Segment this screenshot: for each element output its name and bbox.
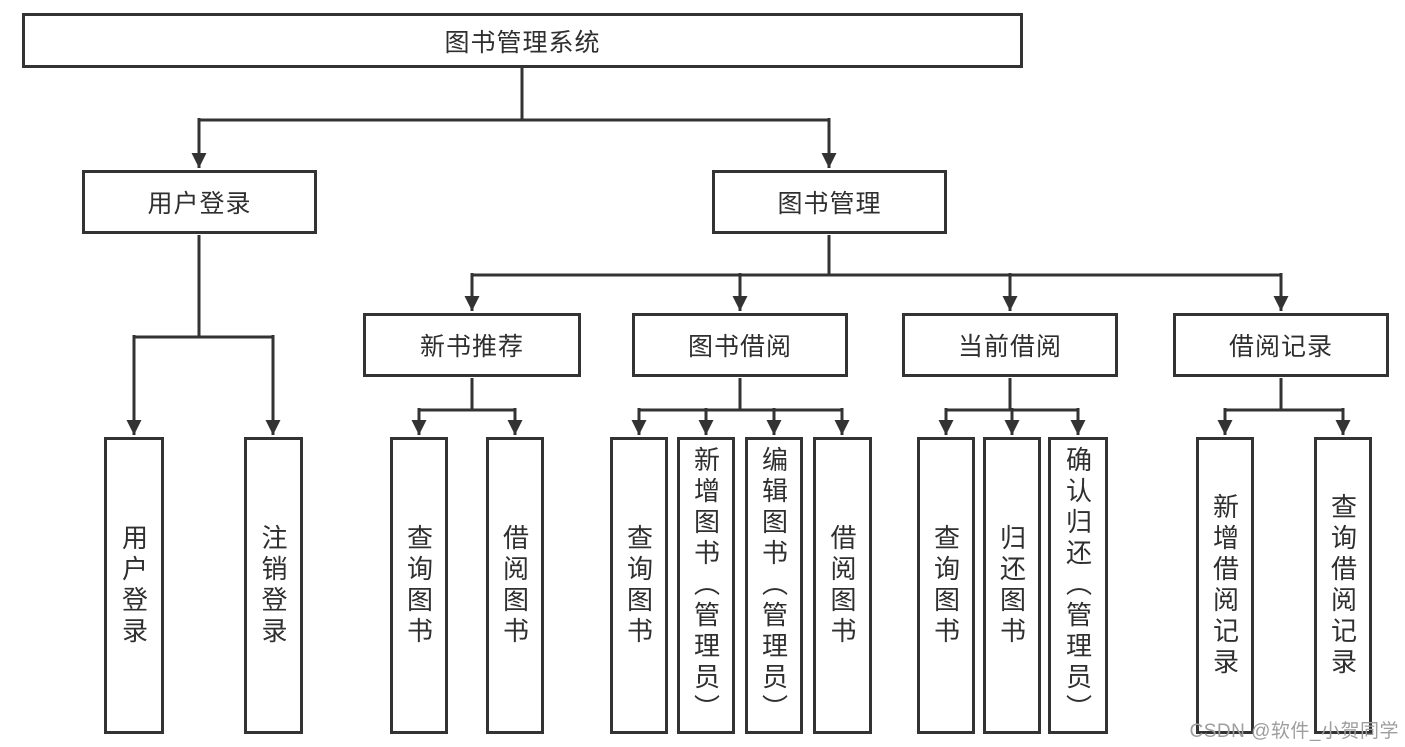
node-root: 图书管理系统 [22,13,1023,68]
edge-root-trunk [199,66,829,122]
node-br-add: 新增借阅记录 [1196,437,1254,734]
node-br-query: 查询借阅记录 [1314,437,1372,734]
node-cb-query: 查询图书 [917,437,975,734]
node-book-borrow: 图书借阅 [632,313,848,377]
edge-book-mgmt-trunk [472,235,1281,277]
node-bb-borrow: 借阅图书 [813,437,872,734]
csdn-watermark: CSDN @软件_小贺同学 [1189,721,1399,742]
node-new-book-rec: 新书推荐 [363,313,581,377]
edge-user-login-trunk [134,235,273,339]
node-user-login: 用户登录 [82,170,317,234]
edge-new-book-rec-trunk [419,378,515,412]
node-bb-add: 新增图书（管理员） [677,437,735,734]
node-logout: 注销登录 [244,437,303,734]
node-cb-confirm: 确认归还（管理员） [1048,437,1108,734]
edge-current-borrow-trunk [946,378,1078,412]
node-nb-query: 查询图书 [390,437,448,734]
node-current-borrow: 当前借阅 [902,313,1118,377]
node-borrow-records: 借阅记录 [1173,313,1389,377]
node-login: 用户登录 [104,437,164,734]
node-nb-borrow: 借阅图书 [486,437,544,734]
node-bb-query: 查询图书 [610,437,668,734]
edge-book-borrow-trunk [639,378,842,412]
edge-borrow-records-trunk [1225,378,1343,412]
node-cb-return: 归还图书 [983,437,1041,734]
node-bb-edit: 编辑图书（管理员） [745,437,803,734]
node-book-mgmt: 图书管理 [712,170,947,234]
